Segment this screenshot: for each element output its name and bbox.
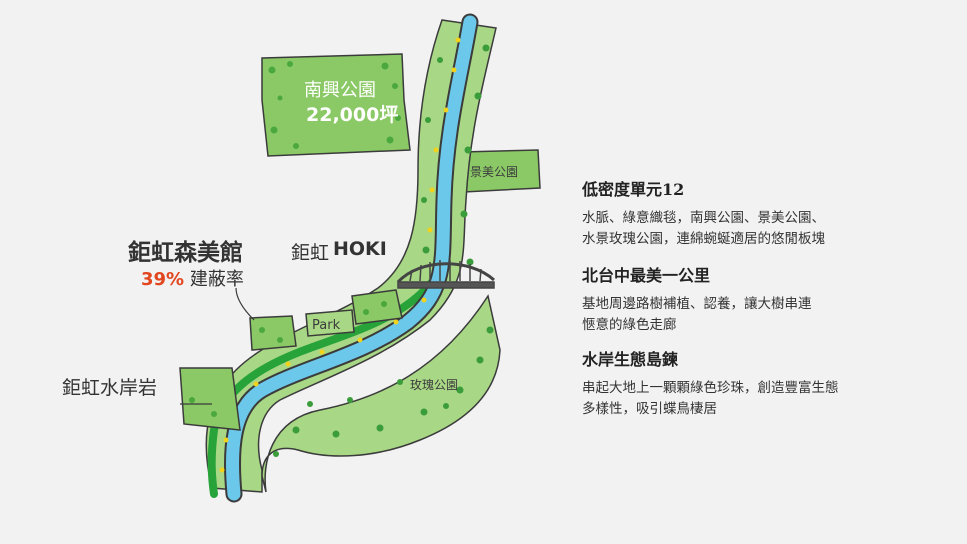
tree-dots bbox=[273, 44, 494, 457]
feature-line: 串起大地上一顆顆綠色珍珠，創造豐富生態 bbox=[582, 380, 839, 396]
nanxing-park-area bbox=[261, 53, 411, 157]
feature-eco-island-chain: 水岸生態島鍊 串起大地上一顆顆綠色珍珠，創造豐富生態 多樣性，吸引蝶鳥棲居 bbox=[582, 346, 839, 420]
feature-line: 水脈、綠意織毯，南興公園、景美公園、 bbox=[582, 210, 825, 226]
feature-title: 低密度單元12 bbox=[582, 180, 685, 199]
feature-low-density: 低密度單元12 水脈、綠意織毯，南興公園、景美公園、 水景玫瑰公園，連綿蜿蜒適居… bbox=[582, 176, 825, 250]
meiguan-leader-line bbox=[235, 287, 255, 321]
hoki-plot bbox=[351, 289, 403, 325]
nanxing-park-area-label: 22,000坪 bbox=[306, 104, 399, 126]
meiguan-plot bbox=[249, 315, 297, 351]
shuian-plot bbox=[179, 367, 241, 431]
site-map bbox=[179, 13, 541, 503]
feature-line: 愜意的綠色走廊 bbox=[582, 317, 677, 333]
feature-line: 基地周邊路樹補植、認養，讓大樹串連 bbox=[582, 296, 812, 312]
meigui-park-label: 玫瑰公園 bbox=[410, 378, 459, 392]
park-sign-plot bbox=[305, 309, 355, 337]
meiguan-coverage-ratio: 39% 建蔽率 bbox=[141, 265, 244, 291]
meigui-park-area bbox=[261, 294, 501, 493]
bridge bbox=[396, 260, 496, 289]
feature-line: 水景玫瑰公園，連綿蜿蜒適居的悠閒板塊 bbox=[582, 231, 825, 247]
jingmei-park-label: 景美公園 bbox=[470, 165, 519, 179]
shuian-label: 鉅虹水岸岩 bbox=[62, 377, 158, 399]
feature-title: 水岸生態島鍊 bbox=[582, 350, 679, 369]
coverage-ratio-label: 建蔽率 bbox=[189, 269, 244, 290]
hoki-name: HOKI bbox=[333, 238, 387, 260]
feature-title: 北台中最美一公里 bbox=[582, 266, 711, 285]
hoki-prefix: 鉅虹 bbox=[291, 242, 330, 264]
meiguan-name: 鉅虹森美館 bbox=[128, 240, 243, 266]
feature-green-mile: 北台中最美一公里 基地周邊路樹補植、認養，讓大樹串連 愜意的綠色走廊 bbox=[582, 262, 812, 336]
coverage-ratio-value: 39% bbox=[141, 269, 185, 290]
nanxing-park-trees bbox=[268, 61, 401, 149]
feature-line: 多樣性，吸引蝶鳥棲居 bbox=[582, 401, 717, 417]
nanxing-park-name: 南興公園 bbox=[304, 80, 376, 101]
park-sign-label: Park bbox=[312, 318, 341, 333]
